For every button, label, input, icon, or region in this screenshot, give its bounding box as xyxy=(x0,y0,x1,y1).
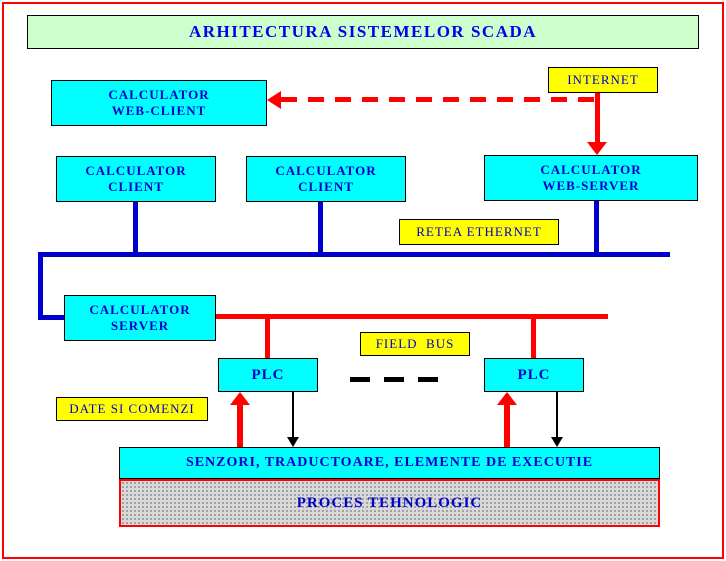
plc-right-up-arrow-shaft xyxy=(504,404,510,447)
client-left-box: CALCULATOR CLIENT xyxy=(56,156,216,202)
web-server-label-line1: CALCULATOR xyxy=(540,161,642,177)
proces-tehnologic-label: PROCES TEHNOLOGIC xyxy=(296,494,483,511)
client-mid-label-line2: CLIENT xyxy=(298,179,354,194)
plc-right-down-arrow-head-icon xyxy=(551,437,563,447)
plc-left-up-arrow-shaft xyxy=(237,404,243,447)
web-client-arrow-head-icon xyxy=(267,91,281,109)
server-elbow-vertical xyxy=(38,252,43,320)
web-client-label-line1: CALCULATOR xyxy=(108,86,210,102)
client-left-label-line1: CALCULATOR xyxy=(85,162,187,178)
ethernet-network-label: RETEA ETHERNET xyxy=(399,219,559,245)
field-bus-label: FIELD BUS xyxy=(360,332,470,356)
senzori-box: SENZORI, TRADUCTOARE, ELEMENTE DE EXECUT… xyxy=(119,447,660,479)
plc-left-up-arrow-head-icon xyxy=(230,392,250,405)
senzori-label: SENZORI, TRADUCTOARE, ELEMENTE DE EXECUT… xyxy=(185,455,594,471)
plc-right-down-arrow-shaft xyxy=(556,392,558,438)
internet-arrow-head-icon xyxy=(587,142,607,155)
client-left-label-line2: CLIENT xyxy=(108,179,164,194)
plc-right-drop-line xyxy=(531,319,536,358)
plc-right-label: PLC xyxy=(517,366,551,383)
date-si-comenzi-text: DATE SI COMENZI xyxy=(69,400,195,416)
plc-left-label: PLC xyxy=(251,366,285,383)
client-mid-box: CALCULATOR CLIENT xyxy=(246,156,406,202)
web-client-label-line2: WEB-CLIENT xyxy=(111,103,207,118)
plc-right-box: PLC xyxy=(484,358,584,392)
server-box: CALCULATOR SERVER xyxy=(64,295,216,341)
web-client-dashed-arrow-line xyxy=(281,97,597,102)
web-server-label-line2: WEB-SERVER xyxy=(542,178,640,193)
web-server-drop-line xyxy=(594,201,599,252)
internet-box: INTERNET xyxy=(548,67,658,93)
plc-left-down-arrow-head-icon xyxy=(287,437,299,447)
internet-label: INTERNET xyxy=(567,71,639,87)
server-label-line2: SERVER xyxy=(110,318,170,333)
page-title: ARHITECTURA SISTEMELOR SCADA xyxy=(27,15,699,49)
ethernet-bus-line xyxy=(38,252,670,257)
plc-left-down-arrow-shaft xyxy=(292,392,294,438)
plc-right-up-arrow-head-icon xyxy=(497,392,517,405)
web-client-box: CALCULATOR WEB-CLIENT xyxy=(51,80,267,126)
field-bus-label-text: FIELD BUS xyxy=(375,335,455,351)
server-elbow-horizontal xyxy=(38,315,64,320)
plc-dashed-link-line xyxy=(350,377,452,382)
field-bus-line xyxy=(216,314,608,319)
plc-left-drop-line xyxy=(265,319,270,358)
client-mid-drop-line xyxy=(318,202,323,252)
date-si-comenzi-label: DATE SI COMENZI xyxy=(56,397,208,421)
internet-arrow-shaft xyxy=(595,93,600,143)
ethernet-label-text: RETEA ETHERNET xyxy=(416,223,542,239)
plc-left-box: PLC xyxy=(218,358,318,392)
proces-tehnologic-box: PROCES TEHNOLOGIC xyxy=(119,479,660,527)
server-label-line1: CALCULATOR xyxy=(89,301,191,317)
client-mid-label-line1: CALCULATOR xyxy=(275,162,377,178)
client-left-drop-line xyxy=(133,202,138,252)
web-server-box: CALCULATOR WEB-SERVER xyxy=(484,155,698,201)
